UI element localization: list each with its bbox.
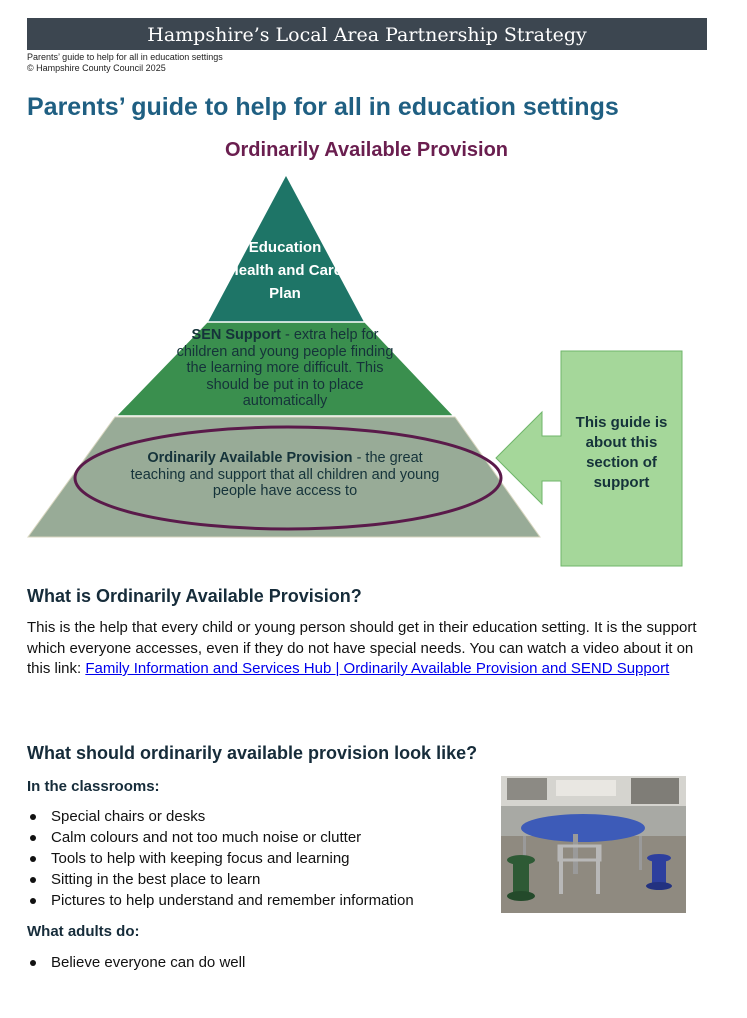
document-subtitle: Parents’ guide to help for all in educat…	[27, 52, 223, 62]
ordinary-provision-label: Ordinarily Available Provision - the gre…	[130, 450, 440, 499]
classroom-list: Special chairs or desks Calm colours and…	[27, 806, 414, 911]
callout-arrow-shape	[495, 350, 683, 567]
sen-support-label: SEN Support - extra help for children an…	[176, 327, 394, 409]
page-title: Parents’ guide to help for all in educat…	[27, 93, 619, 121]
pyramid-tier-ehcp	[208, 176, 364, 322]
copyright-notice: © Hampshire County Council 2025	[27, 63, 166, 73]
support-pyramid-diagram	[27, 176, 683, 567]
section-paragraph: This is the help that every child or you…	[27, 619, 697, 677]
classroom-photo	[501, 776, 686, 913]
section-heading-what-is-oap: What is Ordinarily Available Provision?	[27, 586, 362, 606]
list-item: Believe everyone can do well	[27, 952, 245, 973]
pyramid-tier-ordinary-provision	[27, 416, 541, 538]
list-item: Calm colours and not too much noise or c…	[27, 827, 414, 848]
list-item: Sitting in the best place to learn	[27, 869, 414, 890]
list-item: Special chairs or desks	[27, 806, 414, 827]
diagram-title: Ordinarily Available Provision	[224, 139, 509, 161]
section-heading-what-should-look-like: What should ordinarily available provisi…	[27, 743, 478, 763]
ehcp-label: Education Health and Care Plan	[227, 239, 343, 302]
adults-subheading: What adults do:	[27, 923, 140, 940]
highlight-ellipse	[73, 425, 503, 531]
pyramid-tier-sen-support	[114, 321, 456, 417]
list-item: Tools to help with keeping focus and lea…	[27, 848, 414, 869]
family-hub-link[interactable]: Family Information and Services Hub | Or…	[85, 660, 670, 677]
callout-text: This guide is about this section of supp…	[575, 414, 668, 491]
classrooms-subheading: In the classrooms:	[27, 778, 160, 795]
adults-list: Believe everyone can do well	[27, 952, 245, 973]
header-banner: Hampshire’s Local Area Partnership Strat…	[27, 18, 707, 50]
list-item: Pictures to help understand and remember…	[27, 890, 414, 911]
